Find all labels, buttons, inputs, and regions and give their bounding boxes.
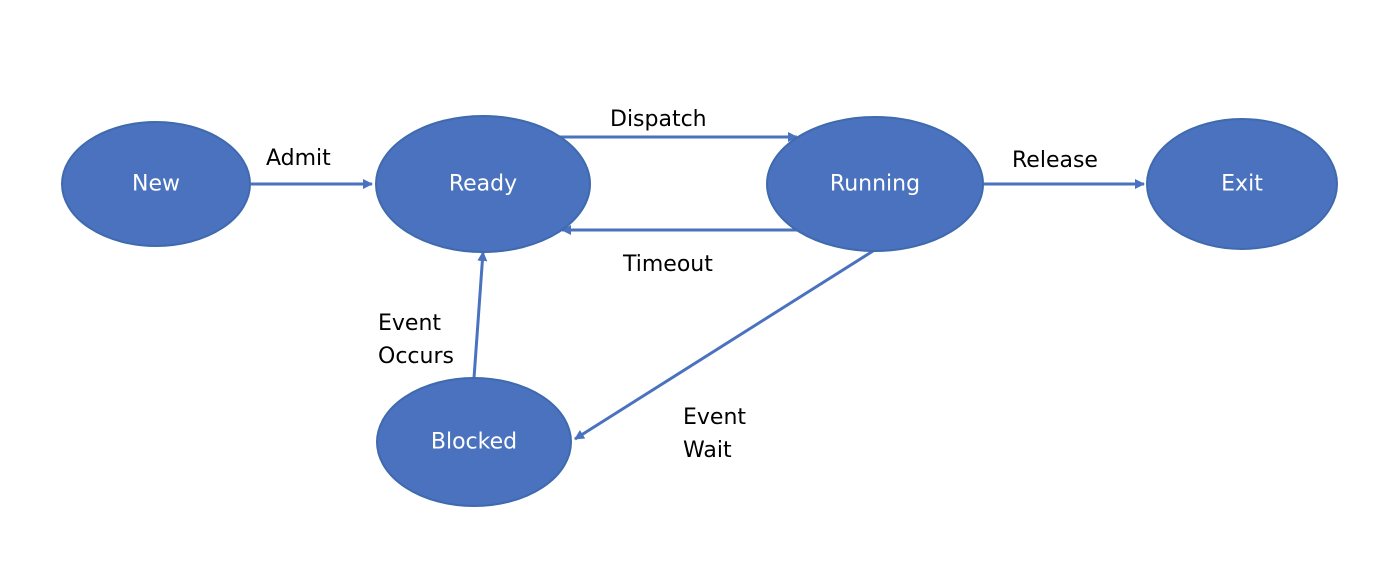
label-event-wait: Event Wait [683,405,753,463]
label-event-wait-line-1: Event [683,405,746,430]
label-event-occurs-line-1: Event [378,311,441,336]
state-ready-label: Ready [449,172,517,197]
state-exit: Exit [1146,118,1338,250]
state-blocked: Blocked [376,377,572,507]
state-exit-shape [1146,118,1338,250]
label-event-wait-line-2: Wait [683,438,732,463]
state-running: Running [766,116,984,252]
state-ready-shape [375,115,591,253]
edge-event-wait [574,249,874,441]
transitions [251,132,1145,441]
edge-event-occurs [472,251,488,379]
state-running-shape [766,116,984,252]
state-blocked-shape [376,377,572,507]
state-new: New [61,121,251,247]
label-dispatch: Dispatch [610,107,707,132]
label-event-occurs: Event Occurs [378,311,454,369]
state-blocked-label: Blocked [431,430,517,455]
state-running-label: Running [830,172,920,197]
label-release: Release [1012,148,1098,173]
label-timeout: Timeout [622,252,713,277]
state-new-shape [61,121,251,247]
state-exit-label: Exit [1221,172,1263,197]
state-new-label: New [132,172,180,197]
label-admit: Admit [266,146,331,171]
state-ready: Ready [375,115,591,253]
label-event-occurs-line-2: Occurs [378,344,454,369]
transition-labels: Admit Dispatch Timeout Release Event Occ… [266,107,1098,463]
